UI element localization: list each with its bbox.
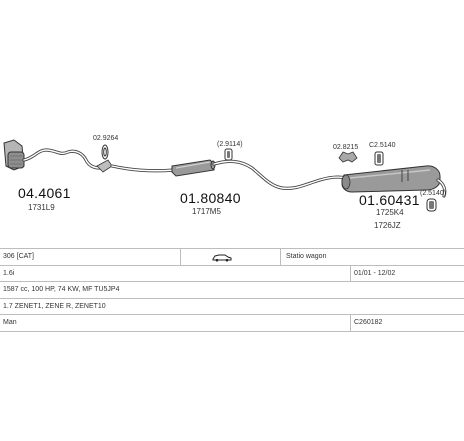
accessory-label-clamp: C2.5140 [369, 142, 396, 149]
part-code-front: 1731L9 [28, 203, 55, 212]
specs-cell: 1587 cc, 100 HP, 74 KW, MF TU5JP4 [3, 286, 120, 293]
accessory-label-rubber: (2.5140) [420, 190, 446, 197]
part-code-middle: 1717M5 [192, 207, 221, 216]
part-code-rear: 1725K4 [376, 208, 404, 217]
part-number-front: 04.4061 [18, 185, 71, 201]
engine-codes-cell: 1.7 ZENET1, ZENE R, ZENET10 [3, 302, 106, 310]
engine-cell: 1.6i [3, 269, 15, 277]
body-type-cell: Statio wagon [286, 253, 327, 260]
accessory-label-hanger-rear: 02.8215 [333, 144, 358, 151]
gearbox-cell: Man [3, 319, 17, 326]
part-number-middle: 01.80840 [180, 190, 241, 206]
catalytic-converter-drawing [3, 139, 102, 171]
accessory-label-hanger-mid: (2.9114) [217, 141, 243, 148]
catalog-code-cell: C260182 [354, 319, 383, 326]
rear-silencer-drawing [341, 165, 447, 198]
part-number-rear: 01.60431 [359, 192, 420, 208]
accessory-label-gasket: 02.9264 [93, 135, 118, 142]
table-row-engine: 1.6i 01/01 - 12/02 [0, 265, 464, 282]
hanger-rubber-drawing [224, 148, 437, 212]
table-row-specs: 1587 cc, 100 HP, 74 KW, MF TU5JP4 [0, 282, 464, 299]
part-code-rear-2: 1726JZ [374, 221, 401, 230]
gasket-drawing [96, 144, 113, 173]
car-icon [212, 254, 232, 262]
table-row-engine-codes: 1.7 ZENET1, ZENE R, ZENET10 [0, 299, 464, 315]
table-row-gearbox: Man C260182 [0, 315, 464, 332]
model-cell: 306 [CAT] [3, 253, 34, 260]
middle-silencer-drawing [110, 159, 348, 190]
vehicle-info-table: 306 [CAT] Statio wagon 1.6i 01/01 - 12/0… [0, 248, 464, 332]
years-cell: 01/01 - 12/02 [354, 269, 396, 277]
table-row-model: 306 [CAT] Statio wagon [0, 248, 464, 266]
exhaust-system-diagram: 02.9264 (2.9114) 02.8215 C2.5140 (2.5140… [3, 135, 447, 230]
